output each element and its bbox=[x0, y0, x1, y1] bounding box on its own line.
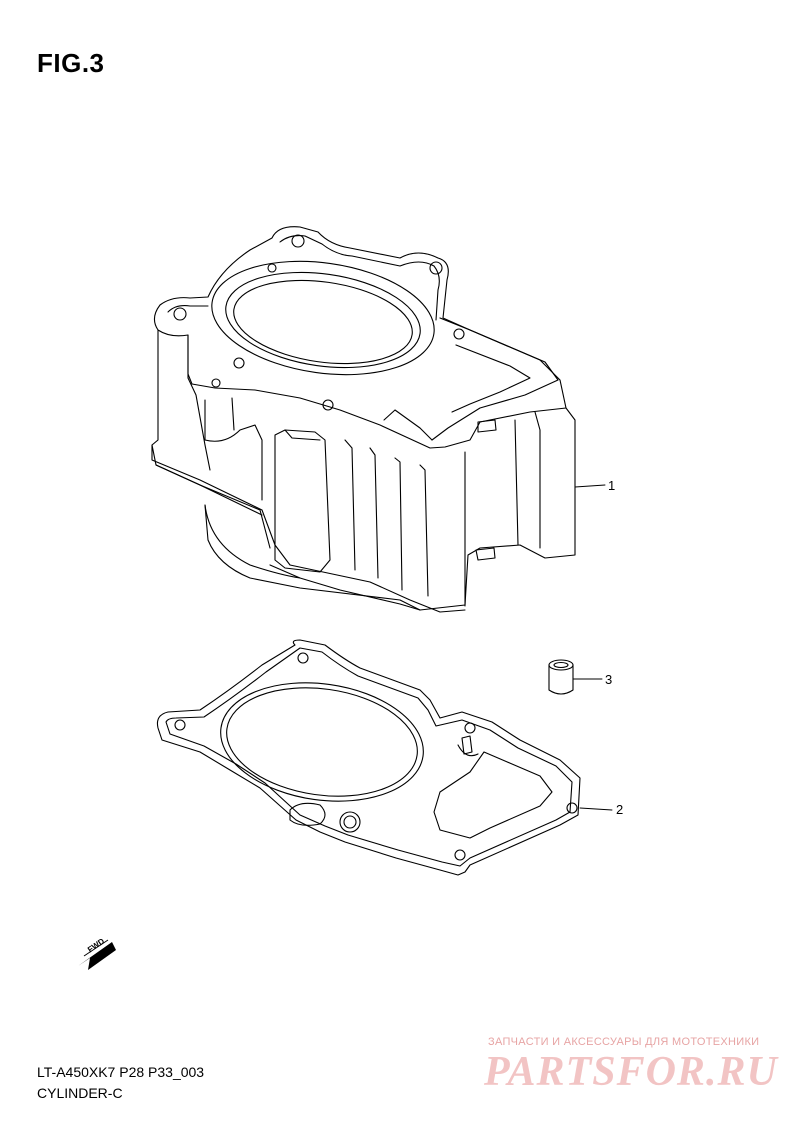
fwd-arrow-icon bbox=[78, 939, 116, 970]
dowel-pin-part bbox=[548, 659, 603, 695]
model-code: LT-A450XK7 P28 P33_003 bbox=[37, 1064, 205, 1080]
cylinder-part bbox=[151, 226, 606, 613]
callout-number-1: 1 bbox=[608, 478, 616, 493]
watermark-tagline: ЗАПЧАСТИ И АКСЕССУАРЫ ДЛЯ МОТОТЕХНИКИ bbox=[488, 1036, 760, 1048]
callout-number-3: 3 bbox=[605, 672, 613, 687]
watermark-logo: PARTSFOR.RU bbox=[484, 1049, 778, 1095]
gasket-part bbox=[156, 639, 613, 876]
figure-title: FIG.3 bbox=[37, 48, 105, 78]
callout-number-2: 2 bbox=[616, 802, 624, 817]
section-name: CYLINDER-C bbox=[37, 1085, 123, 1101]
